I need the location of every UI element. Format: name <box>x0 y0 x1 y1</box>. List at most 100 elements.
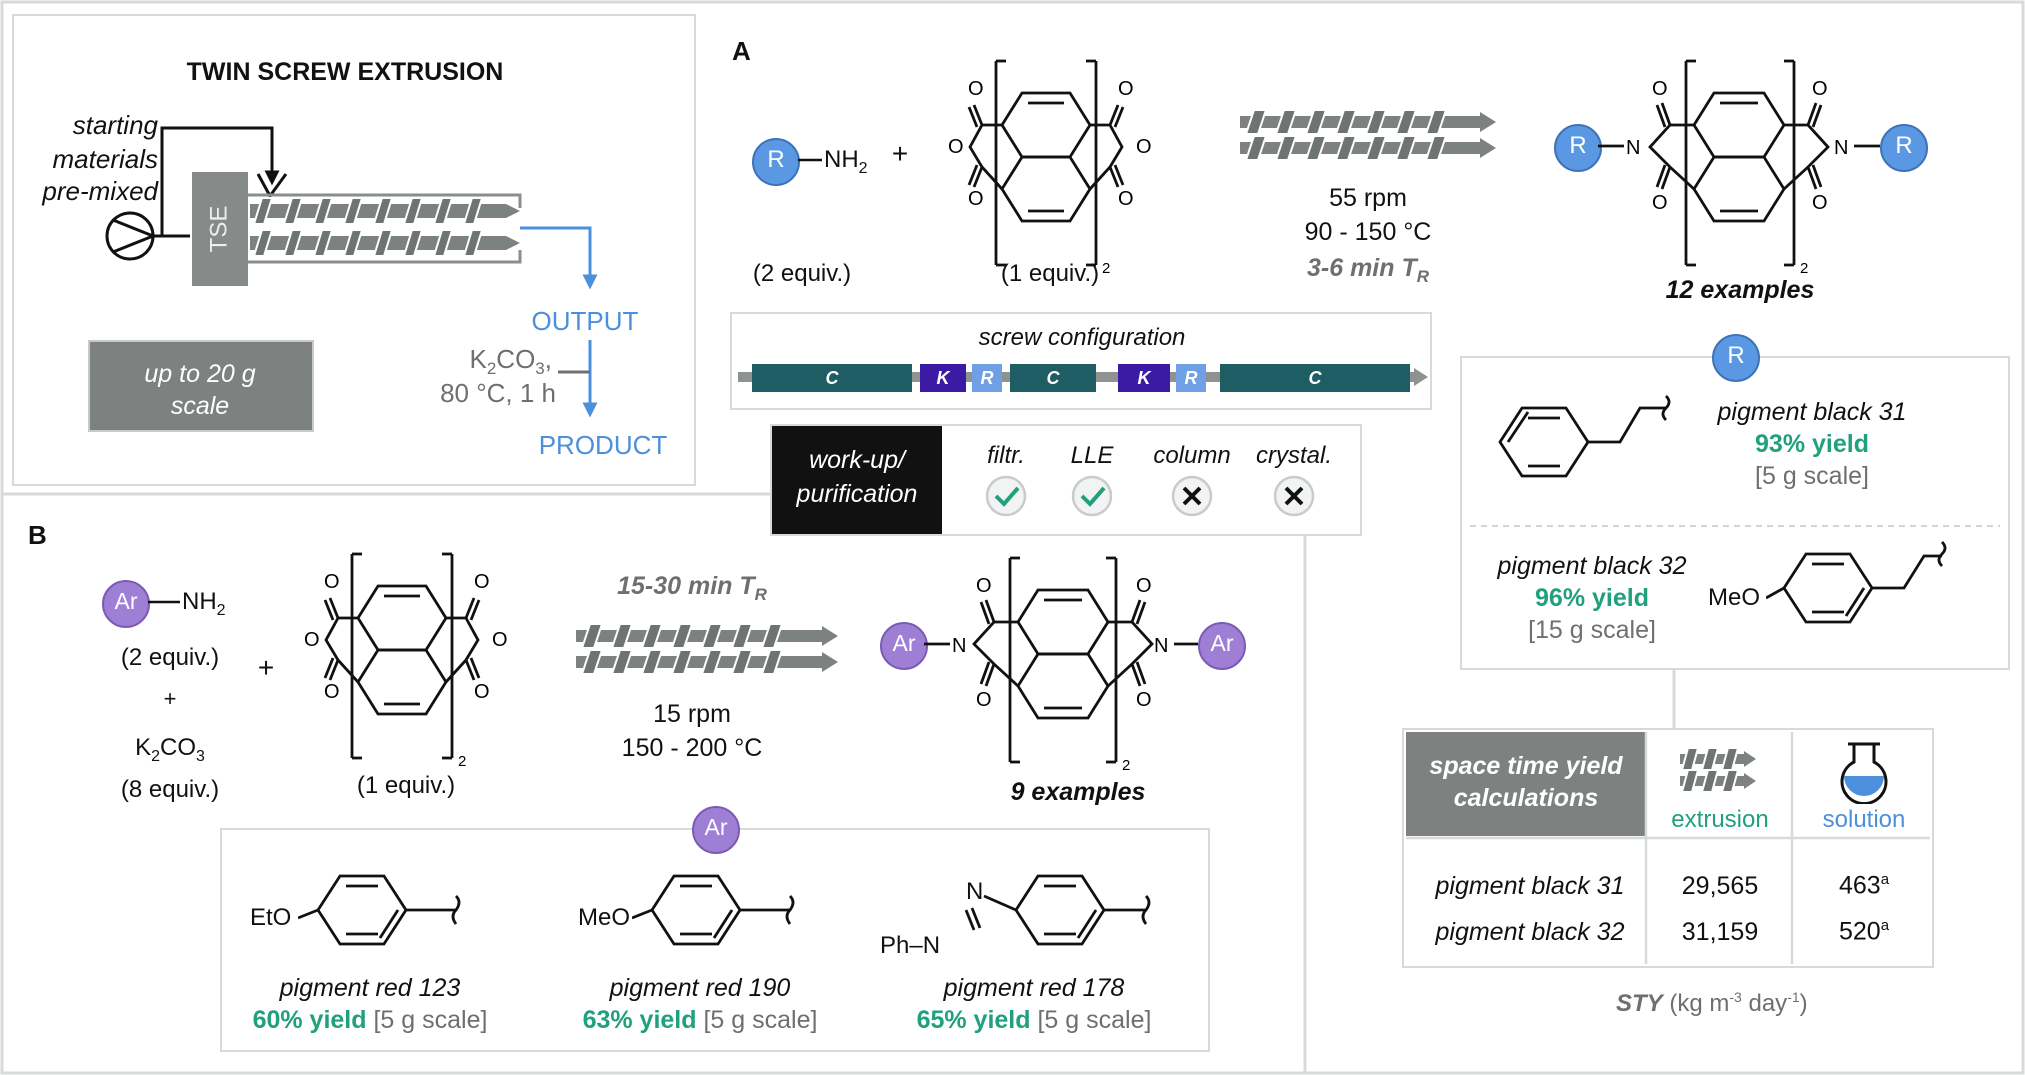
section-b-label: B <box>28 520 47 550</box>
screw-config-bar <box>738 364 1428 392</box>
check-icon <box>1071 475 1113 517</box>
svg-text:O: O <box>1812 192 1828 214</box>
svg-text:O: O <box>948 136 964 158</box>
svg-text:O: O <box>976 575 992 597</box>
screw-arrow-a <box>1240 109 1496 161</box>
workup-method-crystal: crystal. <box>1255 442 1333 469</box>
extrusion-screw-icon <box>1680 748 1756 793</box>
red-178-name: pigment red 178 <box>943 974 1125 1002</box>
screw-arrow-b <box>576 623 838 675</box>
col-extrusion: extrusion <box>1671 806 1769 833</box>
base-equiv-b: (8 equiv.) <box>120 776 220 803</box>
sty-row2-solution: 520a <box>1838 917 1890 946</box>
rpm-b: 15 rpm <box>653 700 731 728</box>
screw-seg-6: R <box>1184 368 1198 388</box>
red-178-yield-line: 65% yield [5 g scale] <box>916 1006 1152 1034</box>
sty-footer: STY (kg m-3 day-1) <box>1616 989 1808 1017</box>
plus-b-small: + <box>163 686 177 711</box>
r-badge-label: R <box>767 146 785 173</box>
residence-a: 3-6 min TR <box>1306 254 1430 286</box>
temperature-a: 90 - 150 °C <box>1304 218 1432 246</box>
methoxyphenyl-structure <box>632 874 795 946</box>
output-label: OUTPUT <box>531 306 639 336</box>
anhydride-equiv-b: (1 equiv.) <box>356 772 456 799</box>
substituent-meo: MeO <box>578 904 631 931</box>
sty-row1-extrusion: 29,565 <box>1681 872 1759 900</box>
product-b-left-badge <box>880 622 928 670</box>
screw-seg-7: C <box>1308 368 1322 388</box>
feed-label-line2: materials <box>52 144 158 174</box>
tse-title: TWIN SCREW EXTRUSION <box>186 58 504 86</box>
product-b-left-badge-label: Ar <box>892 630 916 656</box>
workup-header <box>772 426 942 534</box>
residence-b: 15-30 min TR <box>617 572 767 604</box>
svg-text:O: O <box>976 689 992 711</box>
substituent-ph: Ph–N <box>880 932 941 959</box>
svg-text:TSE: TSE <box>205 206 232 253</box>
screw-config-panel <box>730 312 1432 410</box>
svg-text:2: 2 <box>1122 757 1130 772</box>
svg-text:O: O <box>324 571 340 593</box>
svg-text:N: N <box>952 635 966 657</box>
ethoxyphenyl-structure <box>298 874 461 946</box>
scale-badge-line2: scale <box>170 392 230 420</box>
svg-text:O: O <box>1118 78 1134 100</box>
amine-equiv-a: (2 equiv.) <box>752 260 852 287</box>
svg-text:O: O <box>492 629 508 651</box>
product-black-31-yield: 93% yield <box>1755 430 1869 458</box>
product-black-32-scale: [15 g scale] <box>1528 616 1656 644</box>
ar-badge-label: Ar <box>114 588 138 614</box>
product-a-right-badge-label: R <box>1895 132 1913 159</box>
sty-header-cell <box>1406 732 1646 836</box>
sty-row1-solution: 463a <box>1838 871 1890 900</box>
sty-row2-extrusion: 31,159 <box>1681 918 1759 946</box>
twin-screws <box>250 197 520 257</box>
red-190-yield-line: 63% yield [5 g scale] <box>582 1006 818 1034</box>
svg-text:N: N <box>1834 137 1848 159</box>
anhydride-structure-b: O O O O O O 2 <box>304 552 508 768</box>
scale-badge <box>88 340 314 432</box>
svg-text:O: O <box>968 78 984 100</box>
amine-a: NH2 <box>824 146 868 177</box>
svg-text:O: O <box>1652 192 1668 214</box>
base-b: K2CO3 <box>135 734 205 765</box>
sty-header-line2: calculations <box>1453 784 1599 812</box>
red-190-name: pigment red 190 <box>609 974 791 1002</box>
rpm-a: 55 rpm <box>1329 184 1407 212</box>
post-reagent: K2CO3, <box>469 344 552 379</box>
post-conditions: 80 °C, 1 h <box>440 378 556 408</box>
dashed-divider <box>1470 525 2000 527</box>
product-black-32-name: pigment black 32 <box>1497 552 1687 580</box>
red-123-name: pigment red 123 <box>279 974 461 1002</box>
svg-text:O: O <box>324 681 340 703</box>
diimide-structure-b: O O O O N N 2 <box>924 556 1198 772</box>
sty-header-line1: space time yield <box>1429 752 1623 780</box>
screw-seg-3: R <box>980 368 994 388</box>
workup-method-column: column <box>1153 442 1231 469</box>
flask-icon <box>1840 742 1888 804</box>
product-label: PRODUCT <box>538 430 668 460</box>
substituent-eto: EtO <box>250 904 292 931</box>
methoxybenzyl-structure <box>1766 541 1947 624</box>
examples-a: 12 examples <box>1665 276 1815 304</box>
product-black-31-name: pigment black 31 <box>1717 398 1907 426</box>
product-black-32-yield: 96% yield <box>1535 584 1649 612</box>
extruder-diagram: TSE <box>105 126 598 418</box>
sty-row1-name: pigment black 31 <box>1435 872 1625 900</box>
plus-b: + <box>257 652 275 683</box>
svg-text:N: N <box>1626 137 1640 159</box>
feed-label-line1: starting <box>72 110 158 140</box>
methoxybenzyl-substituent: MeO <box>1708 584 1761 611</box>
diimide-structure-a: O O O O N N 2 <box>1598 59 1880 275</box>
r-panel-badge <box>1712 334 1760 382</box>
ar-panel-badge <box>692 806 740 854</box>
product-a-left-badge-label: R <box>1569 132 1587 159</box>
col-solution: solution <box>1822 806 1906 833</box>
workup-line2: purification <box>796 480 918 508</box>
amine-b: NH2 <box>182 588 226 619</box>
svg-text:N: N <box>1154 635 1168 657</box>
azophenyl-structure <box>964 874 1151 946</box>
feed-label-line3: pre-mixed <box>42 176 158 206</box>
svg-text:O: O <box>1136 689 1152 711</box>
